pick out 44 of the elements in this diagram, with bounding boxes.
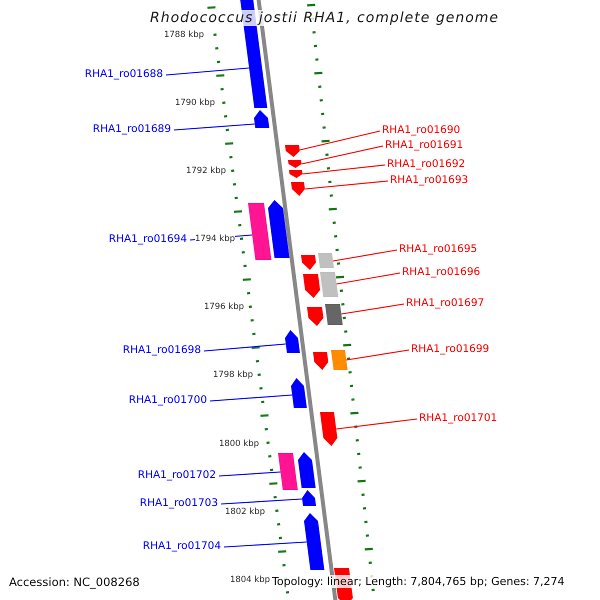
gene-label: RHA1_ro01701 (419, 412, 498, 424)
leader-line (302, 164, 386, 175)
gene-label: RHA1_ro01694 (108, 233, 187, 245)
gene-label: RHA1_ro01703 (140, 497, 218, 509)
scale-label: 1792 kbp (186, 166, 226, 176)
scale-label: 1796 kbp (204, 302, 244, 312)
leader-line (336, 418, 418, 430)
gene-label: RHA1_ro01688 (84, 68, 163, 80)
leader-line (218, 471, 280, 477)
scale-label: 1790 kbp (174, 98, 215, 108)
scale-label: 1798 kbp (212, 370, 253, 380)
accession-text: Accession: NC_008268 (9, 575, 140, 589)
scale-label: 1800 kbp (218, 439, 259, 449)
leader-line (166, 67, 250, 76)
gene-label: RHA1_ro01699 (411, 343, 490, 355)
gene-label: RHA1_ro01690 (382, 124, 460, 136)
gene-label: RHA1_ro01691 (385, 139, 464, 151)
leader-line (174, 123, 255, 131)
title: Rhodococcus jostii RHA1, complete genome (150, 10, 500, 26)
gene-label: RHA1_ro01702 (138, 469, 216, 481)
leader-line (220, 498, 302, 505)
leader-line (332, 249, 398, 262)
gene-label: RHA1_ro01704 (142, 540, 221, 552)
scale-label: 1802 kbp (224, 507, 265, 517)
gene-label: RHA1_ro01696 (402, 266, 480, 278)
scale-label: 1794 kbp (194, 234, 235, 244)
leader-line (336, 272, 400, 285)
leader-line (224, 541, 307, 548)
gene-label: RHA1_ro01692 (387, 158, 466, 170)
scale-label: 1788 kbp (164, 30, 204, 40)
gene-label: RHA1_ro01689 (92, 123, 171, 135)
leader-line (300, 130, 380, 151)
leader-line (204, 343, 286, 352)
leader-line (304, 180, 388, 190)
leader-line (301, 145, 384, 165)
leader-line (346, 349, 410, 361)
gene-label: RHA1_ro01697 (406, 297, 484, 309)
leader-line (210, 394, 292, 402)
gene-label: RHA1_ro01698 (122, 344, 201, 356)
gene-label: RHA1_ro01695 (399, 243, 478, 255)
gene-label: RHA1_ro01700 (128, 394, 207, 406)
gene-label: RHA1_ro01693 (390, 174, 468, 186)
genome-summary-text: Topology: linear; Length: 7,804,765 bp; Genes: 7,274 (272, 575, 565, 588)
scale-label: 1804 kbp (230, 575, 270, 585)
